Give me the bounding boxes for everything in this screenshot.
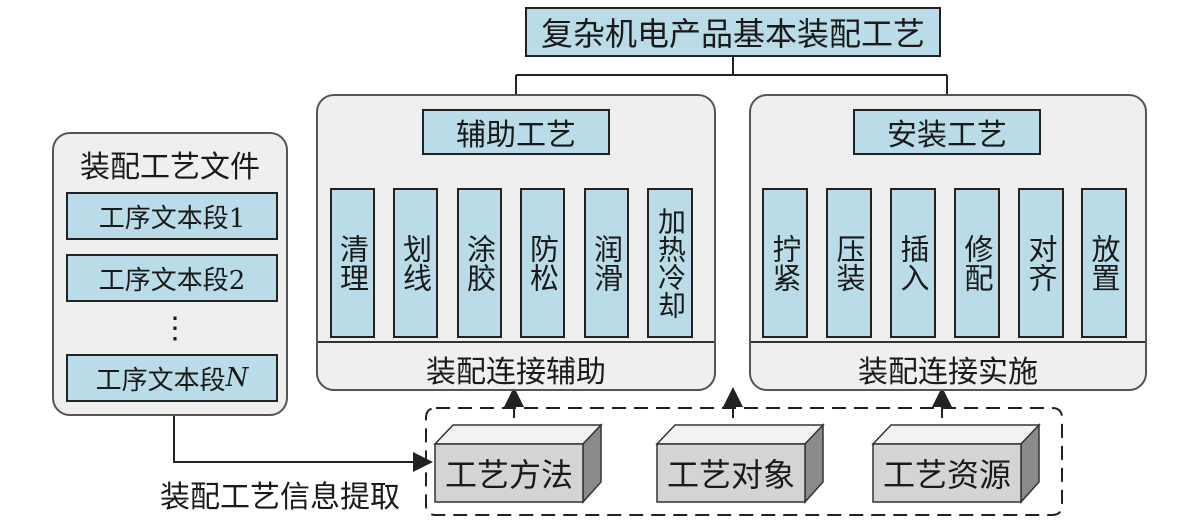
doc-title: 装配工艺文件 [80,150,260,185]
install-item-fitting: 修配 [954,188,1000,338]
install-item-placement: 放置 [1081,188,1127,338]
install-item-insertion: 插入 [890,188,936,338]
install-caption: 装配连接实施 [858,355,1038,390]
info-method: 工艺方法 [444,456,573,494]
aux-item-lubrication: 润滑 [584,188,629,338]
aux-title: 辅助工艺 [456,118,576,153]
extract-label: 装配工艺信息提取 [160,480,400,515]
root-title-box: 复杂机电产品基本装配工艺 [525,7,941,57]
info-dashed-frame [425,407,1063,516]
aux-title-box: 辅助工艺 [422,109,610,155]
resource-box-3d [871,423,1041,504]
root-title: 复杂机电产品基本装配工艺 [540,15,925,53]
doc-seg-2: 工序文本段2 [66,254,278,302]
aux-panel-divider [318,341,714,343]
install-item-tightening: 拧紧 [762,188,808,338]
object-box-3d [655,423,825,504]
install-item-alignment: 对齐 [1018,188,1064,338]
doc-ellipsis: ⋮ [160,311,190,346]
aux-item-marking: 划线 [393,188,438,338]
aux-item-cleaning: 清理 [330,188,375,338]
install-title: 安装工艺 [887,118,1007,153]
extract-arrow [173,416,433,472]
doc-seg-1: 工序文本段1 [66,192,278,240]
install-panel-divider [751,341,1145,343]
install-title-box: 安装工艺 [853,109,1041,155]
aux-item-anti-loosening: 防松 [520,188,565,338]
info-resource: 工艺资源 [882,456,1011,494]
aux-item-heating-cooling: 加热冷却 [647,188,693,338]
method-box-3d [433,423,603,504]
aux-item-gluing: 涂胶 [457,188,502,338]
aux-caption: 装配连接辅助 [426,355,606,390]
install-item-press-fit: 压装 [826,188,872,338]
info-object: 工艺对象 [666,456,795,494]
